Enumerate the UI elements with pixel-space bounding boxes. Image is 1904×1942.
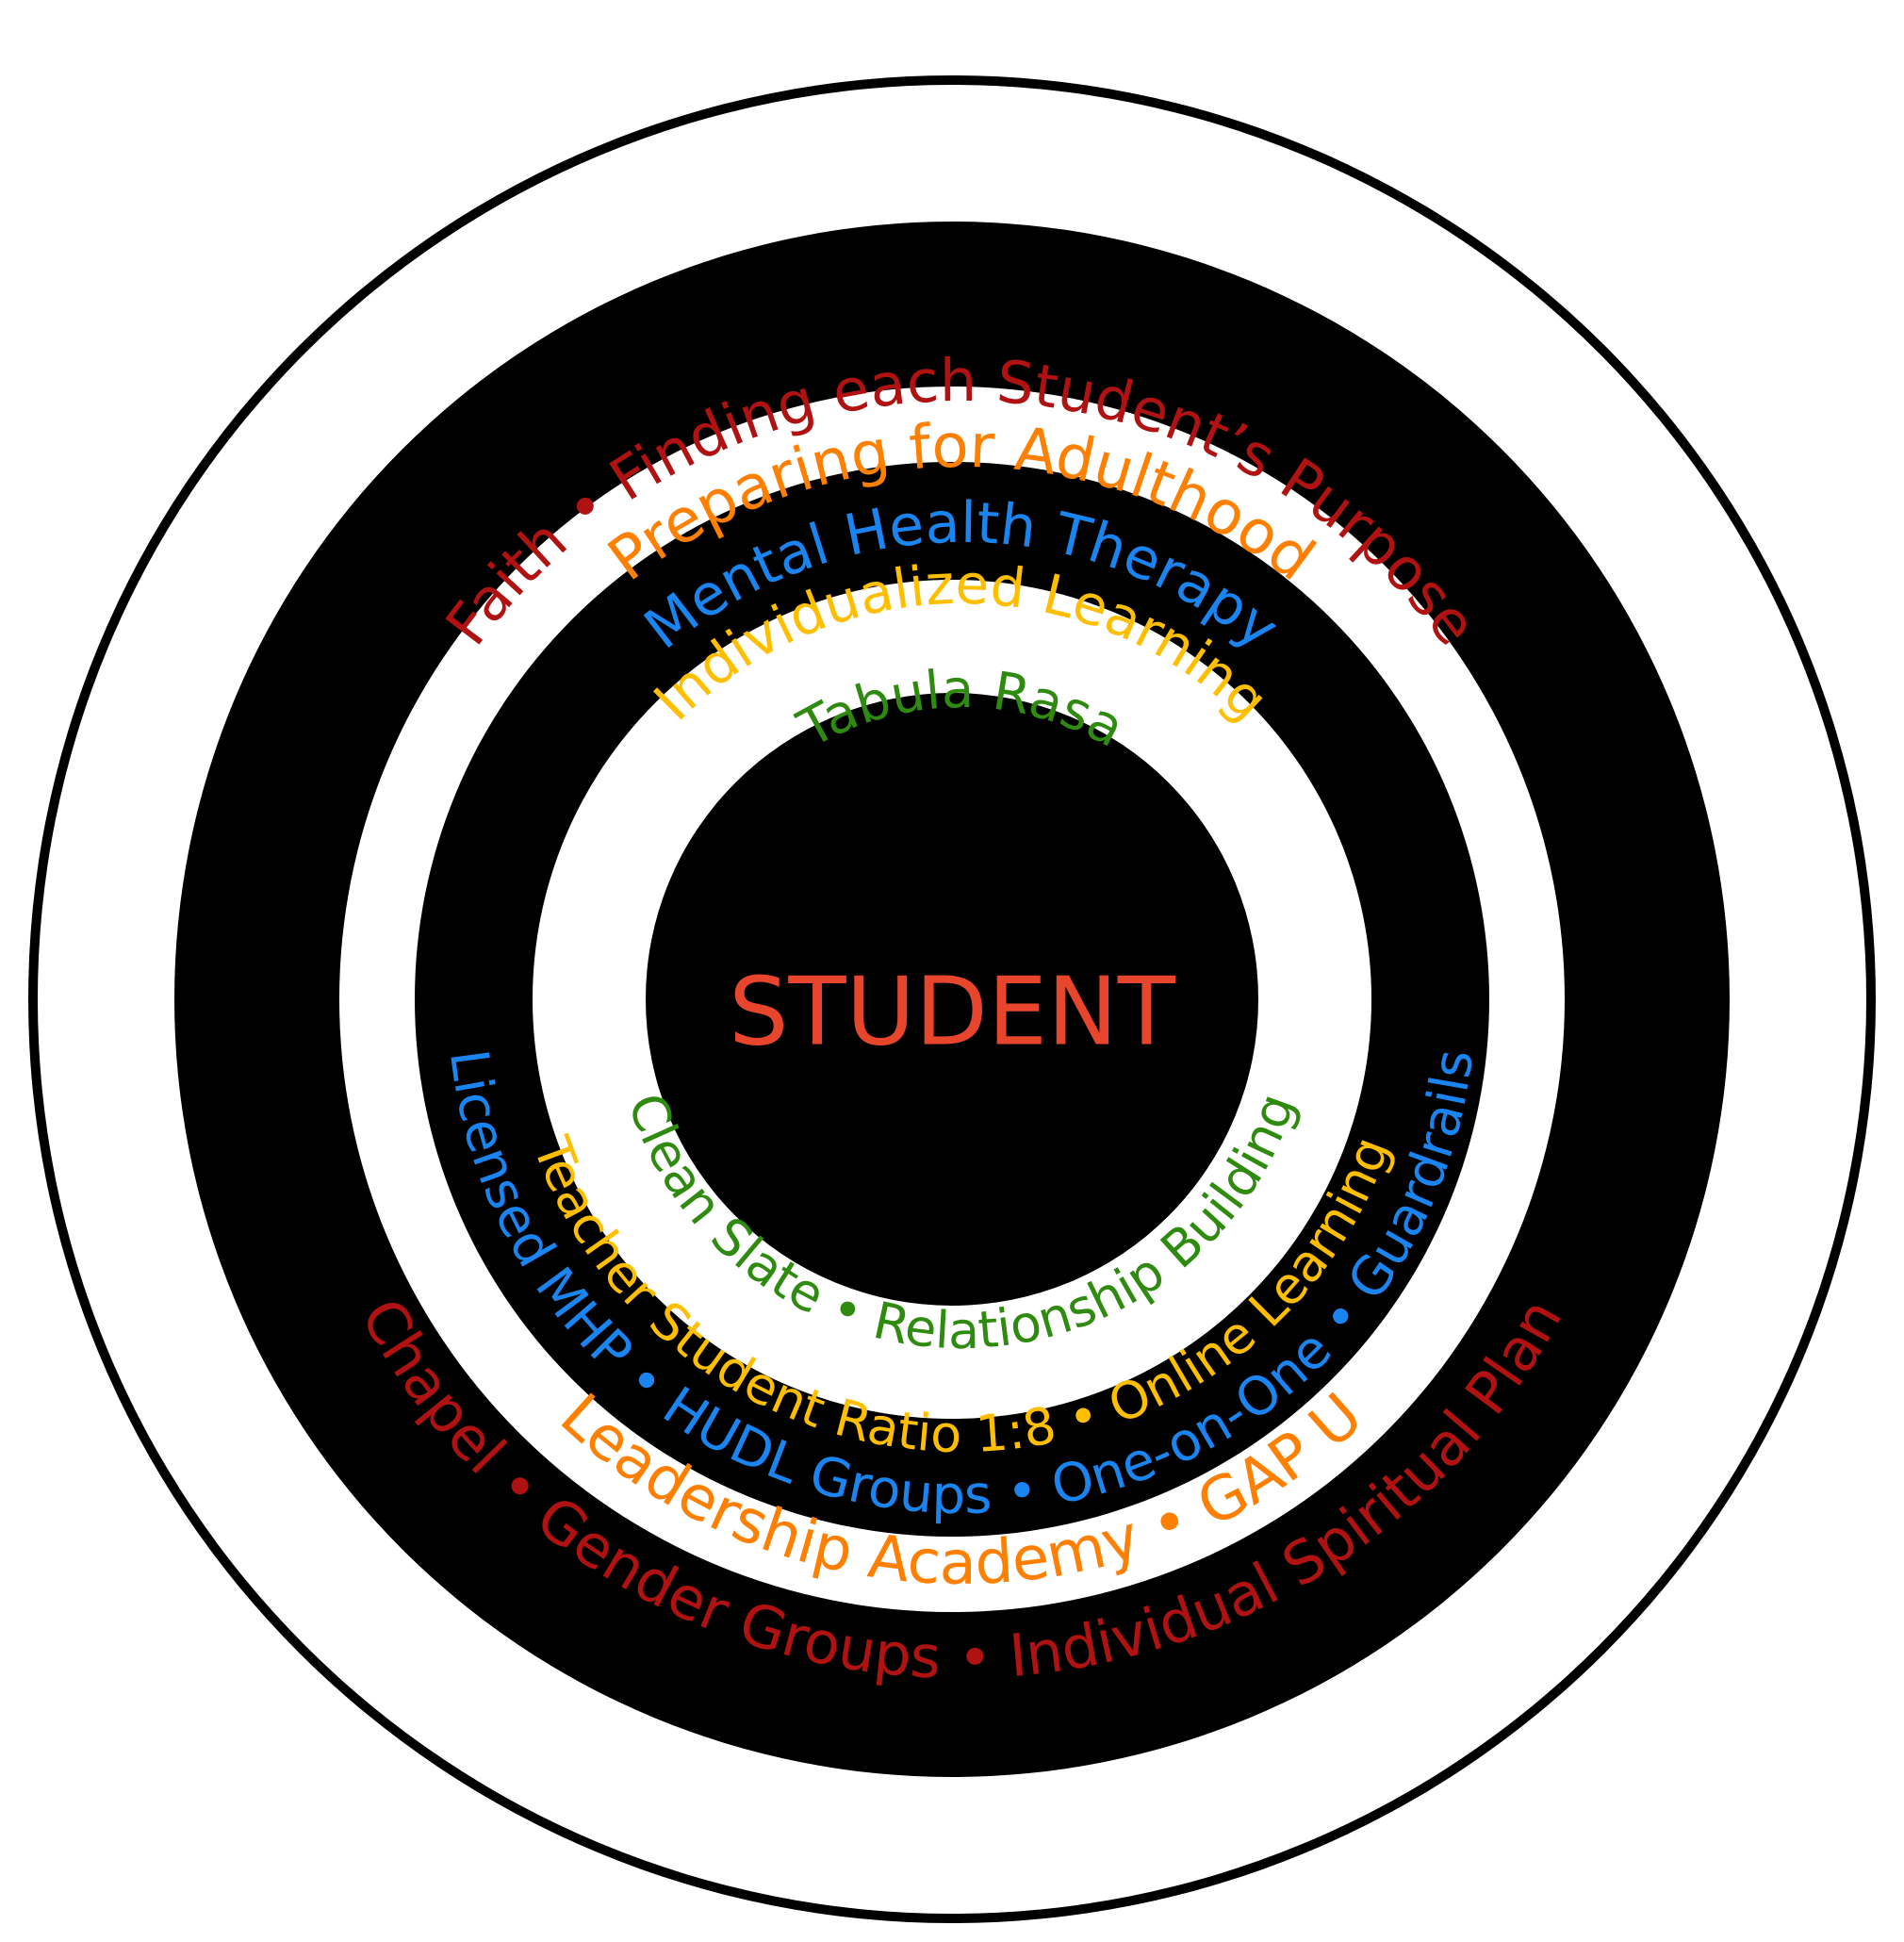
student-center-label: STUDENT <box>729 956 1176 1066</box>
student-center-circle <box>646 693 1258 1306</box>
